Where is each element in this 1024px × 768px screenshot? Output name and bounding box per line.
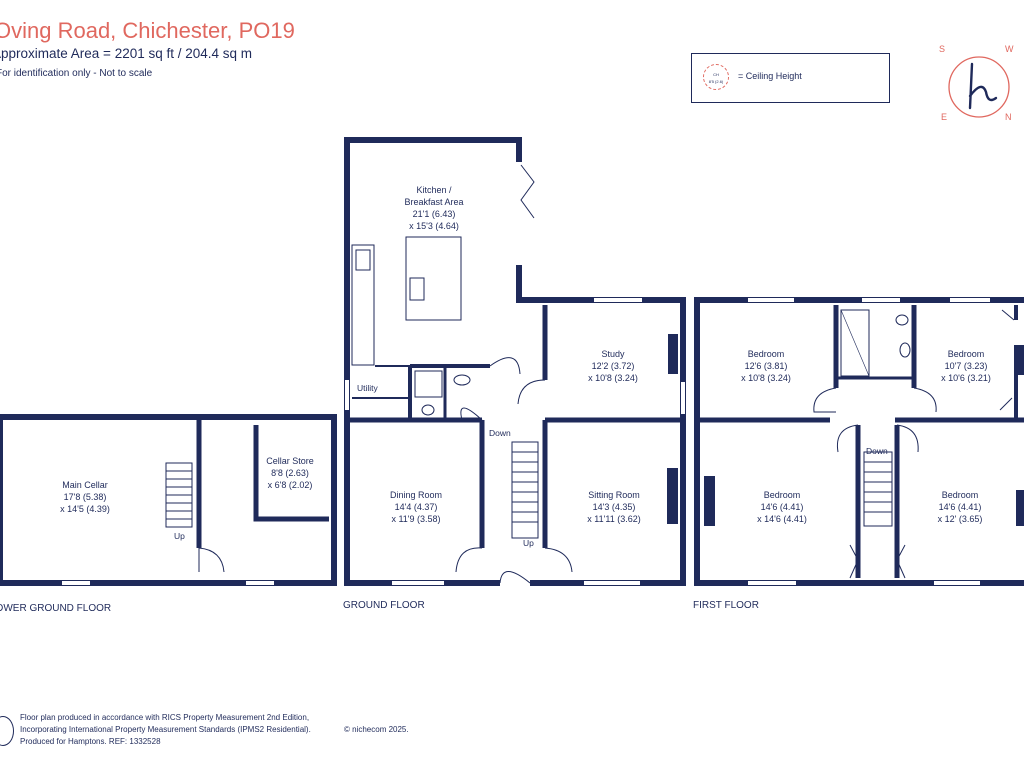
- compass-n: N: [1005, 112, 1012, 122]
- compass-e: E: [941, 112, 948, 122]
- ground-floor-walls: [344, 137, 686, 586]
- ceiling-height-legend: CH 8'5 (2.6) = Ceiling Height: [691, 53, 890, 103]
- footer-notes: Floor plan produced in accordance with R…: [20, 713, 311, 746]
- ground-floor-label: GROUND FLOOR: [343, 600, 425, 611]
- lower-ground-floor-walls: [0, 414, 337, 586]
- ceiling-height-icon: CH 8'5 (2.6): [703, 64, 729, 90]
- legend-label: = Ceiling Height: [738, 71, 802, 81]
- footer-copyright: © nichecom 2025.: [344, 725, 409, 734]
- scale-note: For identification only - Not to scale: [0, 68, 153, 79]
- ground-stairs-down-label: Down: [489, 428, 511, 438]
- first-floor-walls: [694, 297, 1024, 586]
- compass-w: W: [1005, 44, 1014, 54]
- first-stairs-down-label: Down: [866, 446, 888, 456]
- lower-ground-floor-label: LOWER GROUND FLOOR: [0, 603, 112, 614]
- compass-s: S: [939, 44, 946, 54]
- approximate-area: Approximate Area = 2201 sq ft / 204.4 sq…: [0, 46, 253, 61]
- compass-logo-icon: [948, 56, 1010, 118]
- cellar-stairs-up-label: Up: [174, 531, 185, 541]
- utility-label: Utility: [357, 383, 378, 393]
- plan-title: Oving Road, Chichester, PO19: [0, 18, 295, 43]
- first-floor-label: FIRST FLOOR: [693, 600, 759, 611]
- ground-stairs-up-label: Up: [523, 538, 534, 548]
